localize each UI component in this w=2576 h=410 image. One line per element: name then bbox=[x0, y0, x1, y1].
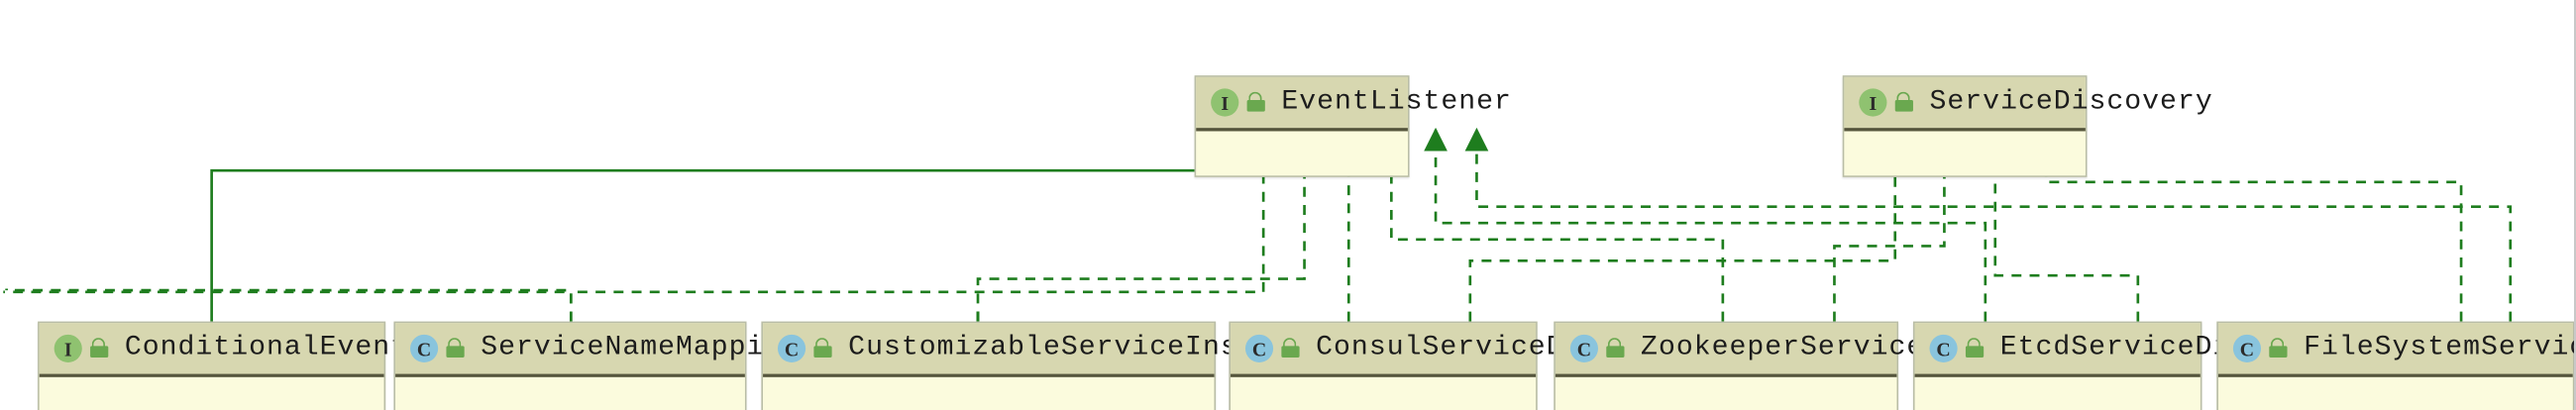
class-node-conditionaleventlistener[interactable]: I ConditionalEventListener bbox=[38, 321, 549, 410]
node-header: C ServiceNameMappingListener bbox=[395, 323, 940, 377]
node-members-area bbox=[1914, 376, 2200, 410]
class-node-filesystemservicediscovery[interactable]: C FileSystemServiceDiscovery bbox=[2216, 321, 2574, 410]
node-members-area bbox=[1196, 131, 1408, 176]
edge-filesystemservicediscovery-to-servicediscovery bbox=[2034, 127, 2463, 322]
class-node-servicediscovery[interactable]: I ServiceDiscovery bbox=[1842, 75, 2212, 177]
class-node-consulservicediscovery[interactable]: C ConsulServiceDiscovery bbox=[1229, 321, 1705, 410]
node-title: EventListener bbox=[1281, 86, 1512, 119]
class-node-eventlistener[interactable]: I EventListener bbox=[1194, 75, 1511, 177]
node-header: C CustomizableServiceInstanceListener bbox=[763, 323, 1467, 377]
node-header: I ConditionalEventListener bbox=[39, 323, 549, 377]
node-header: I EventListener bbox=[1196, 76, 1511, 132]
node-members-area bbox=[1231, 376, 1537, 410]
node-members-area bbox=[2217, 376, 2573, 410]
unlocked-padlock-icon bbox=[1245, 91, 1267, 114]
unlocked-padlock-icon bbox=[812, 338, 834, 359]
class-node-servicenamemappinglistener[interactable]: C ServiceNameMappingListener bbox=[393, 321, 940, 410]
interface-icon: I bbox=[1859, 88, 1887, 117]
node-members-area bbox=[763, 376, 1215, 410]
interface-icon: I bbox=[54, 334, 82, 362]
node-title: FileSystemServiceDiscovery bbox=[2304, 333, 2574, 364]
class-node-customizableserviceinstancelistener[interactable]: C CustomizableServiceInstanceListener bbox=[761, 321, 1467, 410]
edge-servicenamemappinglistener-to-eventlistener-main bbox=[569, 127, 1276, 322]
node-title: ServiceDiscovery bbox=[1929, 86, 2213, 119]
class-node-zookeeperservicediscovery[interactable]: C ZookeeperServiceDiscovery bbox=[1554, 321, 2083, 410]
class-icon: C bbox=[1244, 334, 1274, 362]
class-node-etcdservicediscovery[interactable]: C EtcdServiceDiscovery bbox=[1912, 321, 2354, 410]
edge-zookeeperservicediscovery-to-eventlistener bbox=[1379, 127, 1725, 322]
node-members-area bbox=[39, 376, 384, 410]
unlocked-padlock-icon bbox=[1964, 338, 1986, 359]
node-members-area bbox=[395, 376, 745, 410]
unlocked-padlock-icon bbox=[1893, 91, 1915, 114]
class-icon: C bbox=[410, 334, 439, 362]
unlocked-padlock-icon bbox=[88, 338, 110, 359]
edge-consulservicediscovery-to-servicediscovery bbox=[1468, 127, 1907, 322]
unlocked-padlock-icon bbox=[1605, 338, 1627, 359]
node-header: C FileSystemServiceDiscovery bbox=[2217, 323, 2574, 377]
node-header: C ConsulServiceDiscovery bbox=[1231, 323, 1705, 377]
edge-conditionaleventlistener-to-eventlistener bbox=[210, 127, 1230, 322]
unlocked-padlock-icon bbox=[1280, 338, 1302, 359]
class-icon: C bbox=[1929, 334, 1958, 362]
interface-icon: I bbox=[1211, 88, 1239, 117]
class-icon: C bbox=[1569, 334, 1598, 362]
node-members-area bbox=[1555, 376, 1897, 410]
edge-servicenamemappinglistener-to-eventlistener bbox=[3, 288, 573, 322]
node-header: I ServiceDiscovery bbox=[1844, 76, 2212, 132]
node-header: C EtcdServiceDiscovery bbox=[1914, 323, 2354, 377]
unlocked-padlock-icon bbox=[2268, 338, 2290, 359]
unlocked-padlock-icon bbox=[445, 338, 467, 359]
node-header: C ZookeeperServiceDiscovery bbox=[1555, 323, 2083, 377]
node-members-area bbox=[1844, 131, 2086, 176]
class-icon: C bbox=[2232, 334, 2262, 362]
class-icon: C bbox=[777, 334, 806, 362]
